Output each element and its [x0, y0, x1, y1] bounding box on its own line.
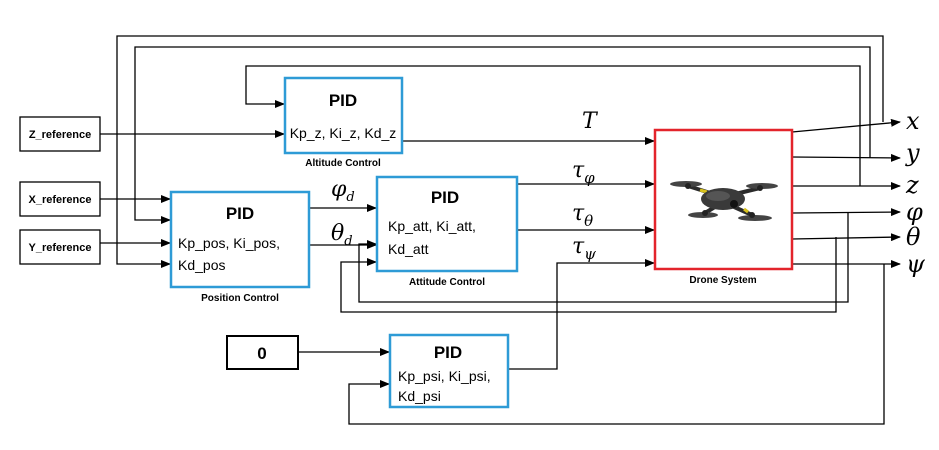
- drone-image: [670, 181, 778, 221]
- feedback-theta-line: [340, 237, 837, 313]
- signal-labels: T τφ τθ τψ φd θd: [331, 109, 599, 263]
- yaw-pid-block: PID Kp_psi, Ki_psi, Kd_psi: [388, 333, 510, 409]
- position-pid-gains-line2: Kd_pos: [178, 257, 225, 273]
- feedback-x-line: [116, 35, 884, 268]
- attitude-pid-title: PID: [431, 188, 459, 207]
- tau-psi-label: τψ: [572, 234, 596, 263]
- position-pid-block: PID Kp_pos, Ki_pos, Kd_pos Position Cont…: [169, 190, 311, 304]
- tau-theta-symbol: τ: [572, 201, 585, 226]
- y-reference-box: Y_reference: [19, 229, 101, 265]
- output-labels: x y z φ θ ψ: [905, 107, 926, 278]
- tau-phi-subscript: φ: [584, 169, 595, 187]
- theta-d-subscript: d: [344, 234, 352, 249]
- attitude-pid-gains-line1: Kp_att, Ki_att,: [388, 218, 476, 234]
- yaw-pid-gains-line1: Kp_psi, Ki_psi,: [398, 368, 491, 384]
- y-reference-label: Y_reference: [29, 242, 92, 254]
- x-reference-box: X_reference: [19, 181, 101, 217]
- z-reference-label: Z_reference: [29, 129, 91, 141]
- phi-d-symbol: φ: [331, 177, 347, 202]
- altitude-pid-block: PID Kp_z, Ki_z, Kd_z Altitude Control: [283, 76, 404, 169]
- theta-d-label: θd: [331, 221, 353, 249]
- altitude-pid-gains: Kp_z, Ki_z, Kd_z: [290, 125, 397, 141]
- tau-psi-arrow: [508, 259, 655, 370]
- output-psi-label: ψ: [906, 250, 926, 278]
- out-x-arrow: [791, 118, 901, 133]
- out-theta-arrow: [791, 233, 901, 242]
- z-reference-box: Z_reference: [19, 116, 101, 152]
- phi-d-subscript: d: [346, 190, 354, 205]
- altitude-pid-title: PID: [329, 91, 357, 110]
- feedback-psi-line: [348, 264, 885, 425]
- position-control-caption: Position Control: [201, 293, 279, 304]
- thrust-label: T: [582, 109, 599, 134]
- attitude-control-caption: Attitude Control: [409, 277, 485, 288]
- feedback-phi-line: [358, 212, 849, 303]
- out-y-arrow: [791, 153, 901, 162]
- out-phi-arrow: [791, 208, 901, 217]
- output-theta-label: θ: [906, 223, 921, 251]
- theta-d-symbol: θ: [331, 221, 344, 246]
- zero-reference-box: 0: [226, 335, 299, 370]
- tau-psi-subscript: ψ: [584, 245, 596, 263]
- zero-reference-label: 0: [257, 344, 266, 363]
- phi-d-label: φd: [331, 177, 355, 205]
- output-y-label: y: [905, 139, 920, 167]
- x-reference-label: X_reference: [29, 194, 92, 206]
- tau-phi-label: τφ: [572, 158, 595, 187]
- position-pid-gains-line1: Kp_pos, Ki_pos,: [178, 235, 280, 251]
- attitude-pid-gains-line2: Kd_att: [388, 241, 429, 257]
- drone-system-caption: Drone System: [689, 275, 756, 286]
- output-phi-label: φ: [906, 198, 923, 226]
- tau-theta-label: τθ: [572, 201, 593, 230]
- tau-psi-symbol: τ: [572, 234, 585, 259]
- altitude-control-caption: Altitude Control: [305, 158, 381, 169]
- output-z-label: z: [905, 171, 919, 199]
- tau-phi-symbol: τ: [572, 158, 585, 183]
- yaw-pid-title: PID: [434, 343, 462, 362]
- connection-lines: [100, 35, 901, 425]
- output-x-label: x: [906, 107, 920, 135]
- yaw-pid-gains-line2: Kd_psi: [398, 388, 441, 404]
- drone-system-block: Drone System: [653, 128, 794, 286]
- position-pid-title: PID: [226, 204, 254, 223]
- tau-theta-subscript: θ: [584, 212, 593, 230]
- feedback-y-line: [134, 46, 871, 224]
- feedback-z-line: [245, 65, 861, 186]
- attitude-pid-block: PID Kp_att, Ki_att, Kd_att Attitude Cont…: [375, 175, 519, 288]
